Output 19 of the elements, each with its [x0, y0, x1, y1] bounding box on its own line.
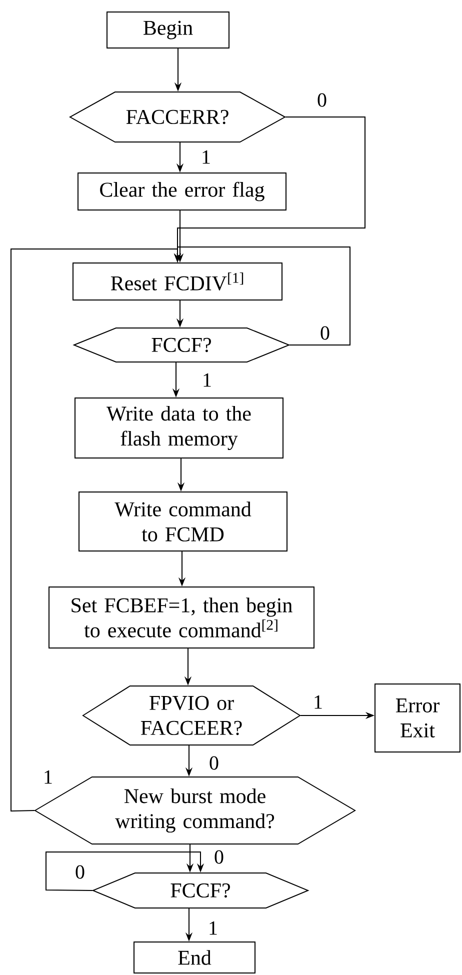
- arrow: [10, 248, 182, 812]
- edge-label: 1: [200, 149, 212, 165]
- edge-label: 1: [207, 920, 219, 936]
- process-box: Write data to the flash memory: [74, 398, 284, 458]
- process-box: Clear the error flag: [78, 172, 286, 210]
- edge-label: 0: [213, 849, 225, 865]
- edge-label: 0: [208, 755, 220, 771]
- process-box: Begin: [106, 12, 230, 48]
- process-box: End: [134, 942, 256, 974]
- process-box: Error Exit: [374, 684, 460, 752]
- edge-label: 1: [201, 372, 213, 388]
- process-box: Reset FCDIV$^{[1]}$: [72, 262, 282, 300]
- edge-label: 0: [316, 92, 328, 108]
- edge-label: 0: [319, 325, 331, 341]
- edge-label: 0: [74, 864, 86, 880]
- arrow: [46, 852, 204, 891]
- edge-label: 1: [312, 694, 324, 710]
- process-box: Write command to FCMD: [78, 492, 288, 552]
- process-box: Set FCBEF=1, then begin to execute command$^{[2]}$: [48, 586, 314, 648]
